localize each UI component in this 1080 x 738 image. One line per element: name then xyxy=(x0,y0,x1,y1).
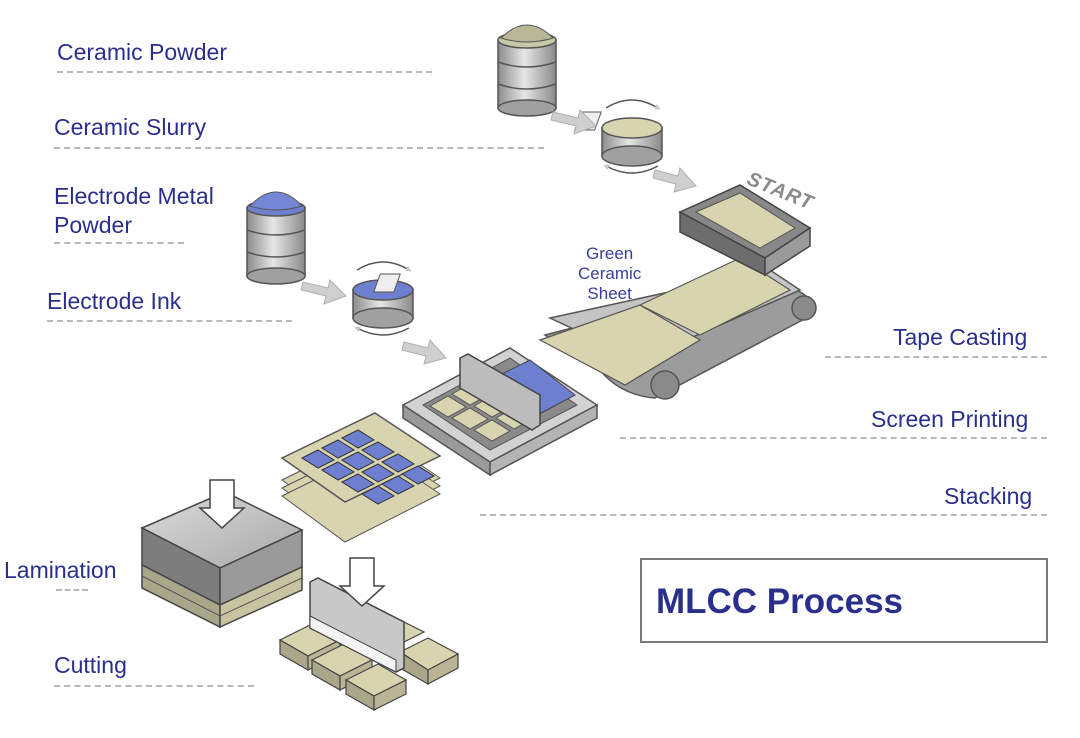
label-electrode-metal-powder-line2: Powder xyxy=(54,212,132,238)
label-electrode-metal-powder-line1: Electrode Metal xyxy=(54,183,214,209)
green-ceramic-sheet-annotation: Green Ceramic Sheet xyxy=(578,244,641,304)
electrode-ink-mixer-icon xyxy=(352,261,414,336)
electrode-powder-container-icon xyxy=(246,191,306,285)
divider-screen-printing xyxy=(620,437,1047,439)
label-ceramic-powder: Ceramic Powder xyxy=(57,39,227,65)
label-electrode-ink: Electrode Ink xyxy=(47,288,182,314)
squeegee-blade xyxy=(459,353,541,431)
stacked-sheets-icon xyxy=(280,412,442,543)
green-ceramic-sheet-shape xyxy=(538,304,702,386)
ceramic-slurry-mixer-icon xyxy=(574,99,663,174)
green-ceramic-sheet-line2: Ceramic xyxy=(578,264,642,283)
green-ceramic-sheet-line1: Green xyxy=(586,244,634,263)
divider-electrode-metal-powder xyxy=(54,242,184,244)
divider-cutting xyxy=(54,685,254,687)
screen-printing-frame-icon xyxy=(401,347,599,477)
arrow-ink-to-printing-icon xyxy=(401,338,447,365)
divider-tape-casting xyxy=(825,356,1047,358)
tape-casting-machine-icon xyxy=(538,184,817,400)
cut-arrow-icon xyxy=(338,557,386,608)
ceramic-powder-container-icon xyxy=(497,24,557,117)
label-lamination: Lamination xyxy=(4,557,117,583)
green-ceramic-sheet-line3: Sheet xyxy=(587,284,632,303)
arrow-powder-to-slurry-icon xyxy=(550,109,597,135)
title-box: MLCC Process xyxy=(640,558,1048,643)
label-cutting: Cutting xyxy=(54,652,127,678)
flow-arrows xyxy=(300,109,697,365)
cutting-chips-icon xyxy=(278,557,460,712)
divider-ceramic-slurry xyxy=(54,147,544,149)
label-stacking: Stacking xyxy=(944,483,1033,509)
lamination-block-icon xyxy=(140,479,304,629)
arrow-metal-to-ink-icon xyxy=(300,279,347,305)
divider-stacking xyxy=(480,514,1047,516)
label-screen-printing: Screen Printing xyxy=(871,406,1029,432)
label-ceramic-slurry: Ceramic Slurry xyxy=(54,114,207,140)
divider-ceramic-powder xyxy=(57,71,432,73)
diagram-title: MLCC Process xyxy=(656,582,904,621)
divider-lamination xyxy=(56,589,88,591)
press-arrow-icon xyxy=(198,479,246,530)
label-tape-casting: Tape Casting xyxy=(893,324,1028,350)
divider-electrode-ink xyxy=(47,320,292,322)
arrow-slurry-to-casting-icon xyxy=(652,166,697,193)
